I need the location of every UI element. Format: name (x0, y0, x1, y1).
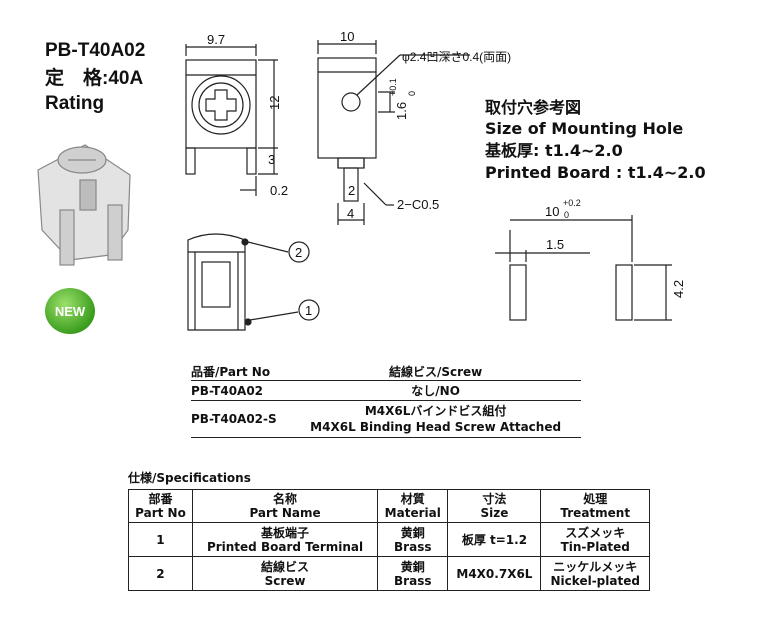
spec-title: 仕様/Specifications (128, 471, 251, 485)
part-table-row-part: PB-T40A02 (191, 380, 291, 401)
dim-slot-width: 1.5 (546, 237, 564, 252)
callout-1: 1 (305, 303, 312, 318)
dim-front-width: 9.7 (207, 32, 225, 47)
callout-2: 2 (295, 245, 302, 260)
screw-desc-jp: M4X6Lバインドビス組付 (364, 404, 507, 418)
spec-cell-size: 板厚 t=1.2 (447, 522, 542, 557)
dim-hole-note: φ2.4凹深さ0.4(両面) (402, 50, 511, 64)
part-table: 品番/Part No 結線ビス/Screw PB-T40A02 なし/NO PB… (191, 363, 581, 438)
dim-front-offset: 0.2 (270, 183, 288, 198)
dim-mount-span-tol-bot: 0 (564, 210, 569, 220)
dim-pin-base: 4 (347, 206, 354, 221)
screw-desc-en: M4X6L Binding Head Screw Attached (310, 420, 562, 434)
mounting-title-en: Size of Mounting Hole (485, 119, 684, 138)
dim-mount-span: 10 (545, 204, 559, 219)
dim-front-pin: 3 (268, 152, 275, 167)
part-table-row-screw: なし/NO (290, 380, 581, 401)
spec-cell-no: 1 (128, 522, 193, 557)
rating-en: Rating (45, 93, 105, 114)
board-thickness-en: Printed Board : t1.4~2.0 (485, 163, 706, 182)
dim-pin-width: 2 (348, 183, 355, 198)
dim-side-height-tol-bot: 0 (407, 91, 417, 96)
part-table-row-part: PB-T40A02-S (191, 400, 291, 438)
dim-side-height: 1.6 (394, 102, 409, 120)
mounting-title-jp: 取付穴参考図 (485, 98, 582, 117)
mounting-hole-diagram (495, 215, 672, 321)
part-table-header-screw: 結線ビス/Screw (290, 363, 581, 381)
dim-side-width: 10 (340, 29, 354, 44)
dim-front-height: 12 (267, 96, 282, 110)
model-title: PB-T40A02 (45, 40, 146, 61)
part-table-row-screw: M4X6Lバインドビス組付 M4X6L Binding Head Screw A… (290, 400, 581, 438)
assembly-view (187, 233, 320, 331)
new-badge: NEW (45, 288, 95, 334)
dim-mount-span-tol-top: +0.2 (563, 198, 581, 208)
rating-jp: 定 格:40A (45, 68, 144, 89)
spec-cell-size: M4X0.7X6L (447, 556, 542, 591)
terminal-photo (37, 144, 131, 266)
board-thickness-jp: 基板厚: t1.4~2.0 (485, 141, 623, 160)
dim-side-height-tol-top: +0.1 (388, 78, 398, 96)
dim-slot-height: 4.2 (671, 280, 686, 298)
side-view (317, 40, 470, 225)
spec-cell-no: 2 (128, 556, 193, 591)
dim-chamfer: 2−C0.5 (397, 197, 439, 212)
part-table-header-part: 品番/Part No (191, 363, 291, 381)
front-view (185, 44, 278, 196)
